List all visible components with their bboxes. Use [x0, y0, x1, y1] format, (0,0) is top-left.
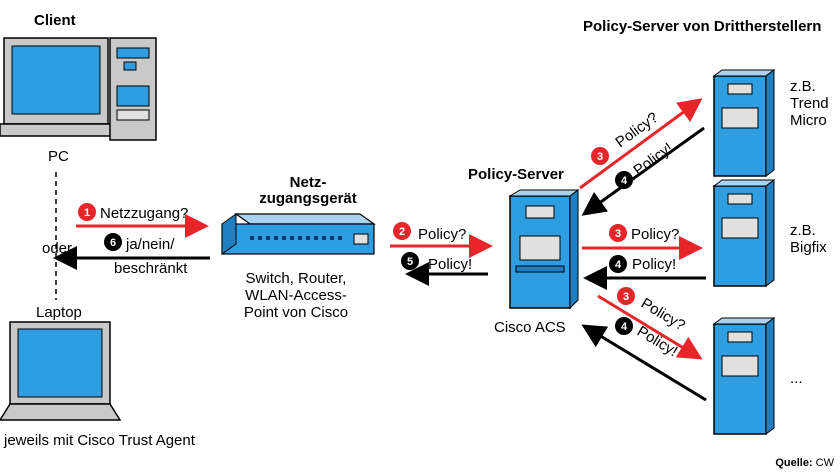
trend-label-line2: Trend: [790, 95, 829, 112]
step-badge-5-number: 5: [407, 256, 413, 268]
other-label-ellipsis: ...: [790, 370, 803, 387]
trend-micro-server-icon: [712, 69, 776, 177]
step-badge-3-other-number: 3: [623, 291, 629, 303]
cisco-acs-server-icon: [508, 189, 580, 310]
netz-title-line2: zugangsgerät: [259, 190, 357, 207]
step-badge-4-bigfix: [609, 255, 627, 273]
netz-desc-line3: Point von Cisco: [243, 304, 349, 321]
step-badge-2-number: 2: [399, 226, 405, 238]
pc-label: PC: [48, 148, 69, 165]
netz-desc-line2: WLAN-Access-: [245, 287, 347, 304]
netz-desc-line1: Switch, Router,: [245, 270, 347, 287]
step-badge-2: [393, 222, 411, 240]
trend-label-line3: Micro: [790, 112, 827, 129]
bigfix-server-icon: [712, 179, 776, 287]
laptop-icon: [0, 321, 122, 421]
step-badge-6-number: 6: [110, 237, 116, 249]
laptop-label: Laptop: [36, 304, 82, 321]
step-badge-5: [401, 252, 419, 270]
step-badge-4-other: [615, 317, 633, 335]
step-badge-3-bigfix: [609, 224, 627, 242]
step-badge-4-trend-number: 4: [621, 175, 628, 187]
arrow-trend-policy-answer: [581, 126, 705, 216]
label-beschraenkt: beschränkt: [114, 260, 188, 277]
third-party-title: Policy-Server von Drittherstellern: [583, 18, 822, 35]
label-ja-nein: ja/nein/: [126, 236, 175, 253]
source-credit: Quelle: CW: [775, 457, 834, 469]
trend-label-line1: z.B.: [790, 78, 816, 95]
switch-icon: [221, 213, 376, 255]
cisco-acs-label: Cisco ACS: [494, 319, 566, 336]
pc-icon: [0, 37, 157, 141]
source-value: CW: [815, 457, 834, 469]
netz-title-line1: Netz-: [289, 174, 327, 191]
label-bigfix-policy-query: Policy?: [631, 226, 680, 243]
step-badge-4-bigfix-number: 4: [615, 259, 622, 271]
step-badge-3-trend-number: 3: [597, 151, 603, 163]
arrow-other-policy-answer: [581, 324, 707, 402]
label-step2-policy-query: Policy?: [418, 226, 467, 243]
other-server-icon: [712, 317, 776, 435]
step-badge-6: [104, 233, 122, 251]
step-badge-3-other: [617, 287, 635, 305]
label-step5-policy-answer: Policy!: [428, 256, 473, 273]
source-label: Quelle:: [775, 457, 813, 469]
policy-server-title: Policy-Server: [468, 166, 564, 183]
step-badge-4-trend: [615, 171, 633, 189]
step-badge-4-other-number: 4: [621, 321, 628, 333]
step-badge-3-bigfix-number: 3: [615, 228, 621, 240]
arrow-trend-policy-query: [579, 98, 703, 190]
step-badge-3-trend: [591, 147, 609, 165]
oder-label: oder: [42, 240, 73, 257]
label-netzzugang: Netzzugang?: [100, 205, 189, 222]
label-bigfix-policy-answer: Policy!: [632, 256, 677, 273]
bigfix-label-line1: z.B.: [790, 222, 816, 239]
step-badge-1: [78, 203, 96, 221]
bigfix-label-line2: Bigfix: [790, 239, 827, 256]
step-badge-1-number: 1: [84, 207, 90, 219]
cisco-trust-agent-note: jeweils mit Cisco Trust Agent: [4, 432, 195, 449]
client-title: Client: [34, 12, 76, 29]
arrow-other-policy-query: [597, 294, 703, 360]
